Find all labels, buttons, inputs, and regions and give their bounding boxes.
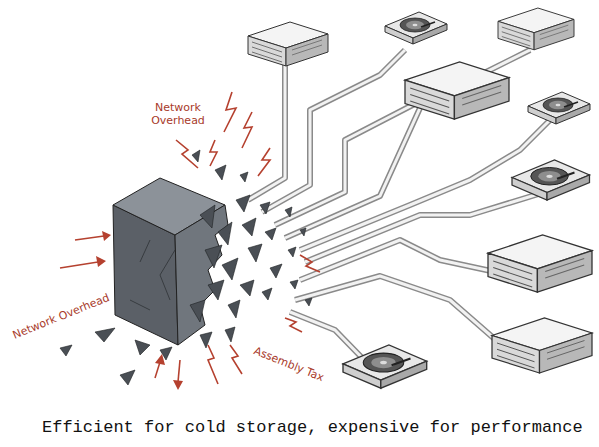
server-icon <box>405 62 509 119</box>
cube-fragments <box>60 150 312 385</box>
annotation-label: Network Overhead <box>9 290 113 342</box>
hard-drive-icon <box>512 160 590 200</box>
pipe <box>285 108 420 238</box>
server-icon <box>248 22 328 66</box>
cube-broken-face <box>175 205 228 345</box>
pipe-outline <box>248 50 550 366</box>
hard-drive-icon <box>528 92 590 124</box>
bolt <box>300 255 320 272</box>
overhead-bolts <box>60 92 320 384</box>
caption: Efficient for cold storage, expensive fo… <box>42 418 597 438</box>
hard-drive-icon <box>343 345 427 388</box>
arrow-line <box>178 360 180 382</box>
bolt <box>224 92 236 132</box>
bolt <box>285 318 302 332</box>
pipe <box>295 276 505 348</box>
bolt <box>176 140 198 168</box>
label-holder: Assembly Tax <box>251 339 329 381</box>
pipe <box>300 240 505 280</box>
pipe-core <box>248 50 550 366</box>
pipe <box>300 240 505 280</box>
hard-drive-icon <box>385 12 447 44</box>
pipe <box>285 108 420 238</box>
label-holder: Network Overhead <box>8 286 113 339</box>
pipe <box>295 276 505 348</box>
crack-line <box>130 240 175 310</box>
annotation-label: Network Overhead <box>144 101 212 127</box>
annotation-label: Assembly Tax <box>250 343 328 385</box>
arrow-heads <box>96 231 183 390</box>
pipe <box>248 62 285 200</box>
server-icon <box>488 235 592 292</box>
label-holder: Network Overhead <box>144 101 212 127</box>
arrow-line <box>155 362 160 378</box>
server-icon <box>492 318 592 373</box>
pipe <box>248 62 285 200</box>
server-icon <box>498 8 574 50</box>
arrow-line <box>60 262 98 268</box>
arrow-line <box>75 236 104 240</box>
caption-holder: Efficient for cold storage, expensive fo… <box>42 418 597 438</box>
pipe <box>275 50 530 225</box>
bolt <box>258 148 270 176</box>
bolt <box>208 345 218 384</box>
bolt <box>242 112 252 148</box>
bolt <box>210 140 217 166</box>
pipe <box>275 50 530 225</box>
bolt <box>230 345 242 374</box>
